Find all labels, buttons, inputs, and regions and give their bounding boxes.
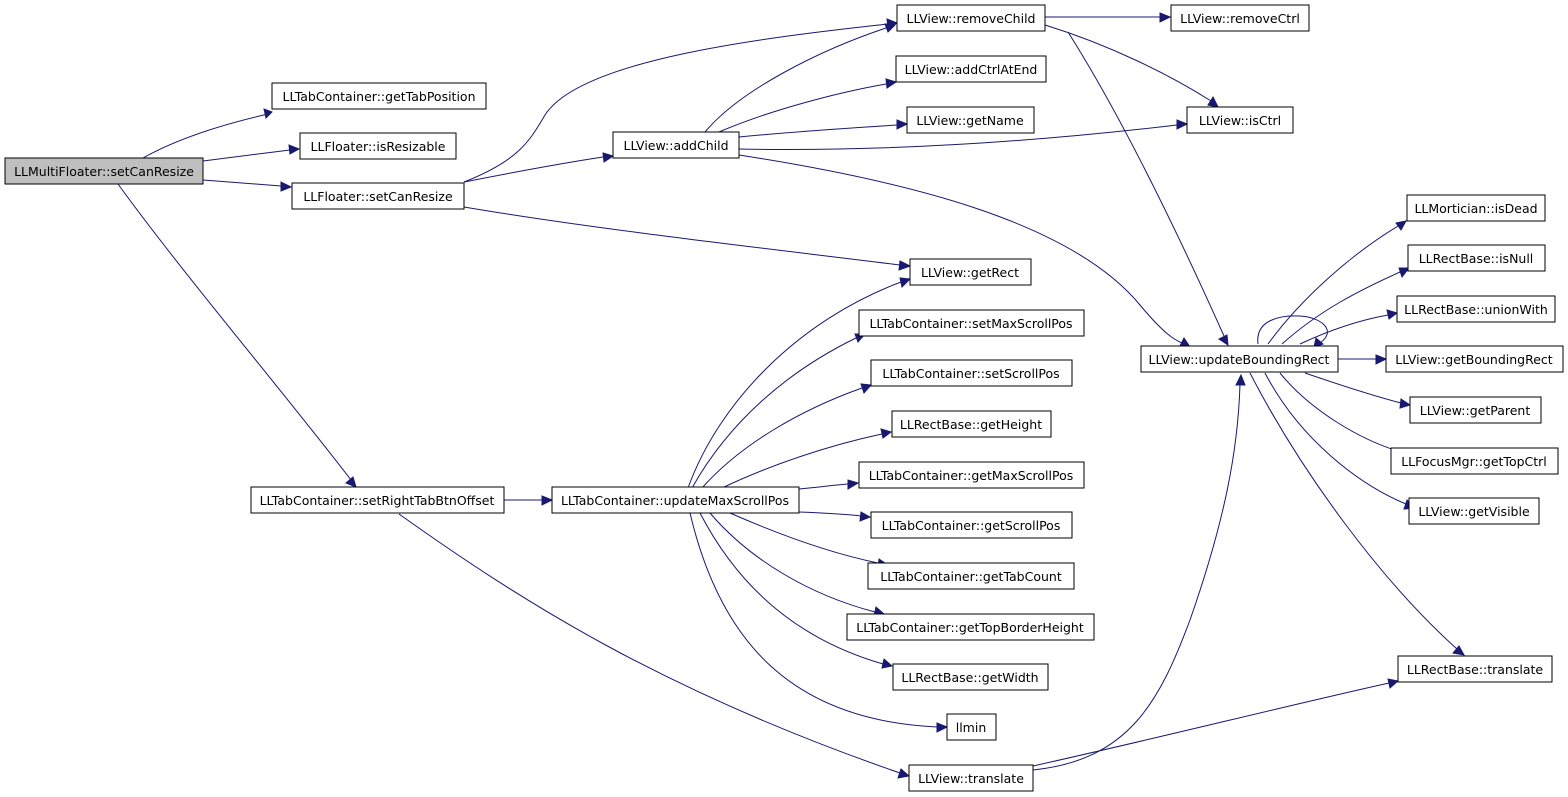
edge-updatemaxscrollpos-to-llmin — [689, 512, 949, 733]
node-lltabcontainer-gettopborderheight[interactable]: LLTabContainer::getTopBorderHeight — [846, 613, 1095, 641]
edge-updatemaxscrollpos-to-getrect — [687, 277, 912, 489]
node-lltabcontainer-gettabposition[interactable]: LLTabContainer::getTabPosition — [271, 82, 487, 110]
edge-setcanresize-to-setrighttabbtnoffset — [117, 183, 357, 488]
svg-text:LLFloater::isResizable: LLFloater::isResizable — [311, 139, 446, 154]
svg-text:LLView::getName: LLView::getName — [916, 113, 1024, 128]
svg-text:LLView::removeCtrl: LLView::removeCtrl — [1180, 11, 1300, 26]
node-llview-getboundingrect[interactable]: LLView::getBoundingRect — [1385, 345, 1564, 373]
svg-text:LLRectBase::getWidth: LLRectBase::getWidth — [901, 670, 1038, 685]
svg-text:LLRectBase::translate: LLRectBase::translate — [1407, 662, 1544, 677]
node-llfloater-isresizable[interactable]: LLFloater::isResizable — [299, 132, 457, 160]
svg-text:LLView::isCtrl: LLView::isCtrl — [1199, 113, 1281, 128]
edge-removechild-to-removectrl — [1045, 12, 1172, 23]
node-lltabcontainer-setrighttabbtnoffset[interactable]: LLTabContainer::setRightTabBtnOffset — [250, 486, 505, 514]
edge-addchild-to-addctrlatend — [718, 78, 898, 133]
node-llview-translate[interactable]: LLView::translate — [908, 764, 1034, 792]
node-llrectbase-unionwith[interactable]: LLRectBase::unionWith — [1396, 295, 1556, 323]
svg-text:LLTabContainer::getScrollPos: LLTabContainer::getScrollPos — [882, 518, 1061, 533]
edge-updateboundingrect-to-unionwith — [1299, 309, 1399, 345]
edge-setrighttabbtnoffset-to-viewtranslate — [398, 513, 911, 779]
edge-updatemaxscrollpos-to-gettabcount — [729, 512, 890, 569]
svg-text:LLTabContainer::getTopBorderHe: LLTabContainer::getTopBorderHeight — [856, 620, 1084, 635]
node-lltabcontainer-updatemaxscrollpos[interactable]: LLTabContainer::updateMaxScrollPos — [551, 486, 800, 514]
edge-floater-setcanresize-to-getrect — [463, 206, 912, 271]
node-llview-removectrl[interactable]: LLView::removeCtrl — [1170, 4, 1310, 32]
node-llview-getrect[interactable]: LLView::getRect — [909, 258, 1032, 286]
edge-updatemaxscrollpos-to-gettopborderheight — [709, 512, 886, 617]
node-llview-removechild[interactable]: LLView::removeChild — [896, 4, 1046, 32]
svg-text:LLRectBase::unionWith: LLRectBase::unionWith — [1404, 302, 1548, 317]
edge-updateboundingrect-to-gettopctrl — [1279, 372, 1412, 458]
svg-text:LLTabContainer::setRightTabBtn: LLTabContainer::setRightTabBtnOffset — [260, 493, 495, 508]
node-lltabcontainer-gettabcount[interactable]: LLTabContainer::getTabCount — [867, 562, 1075, 590]
node-llfocusmgr-gettopctrl[interactable]: LLFocusMgr::getTopCtrl — [1390, 447, 1559, 475]
node-llmortician-isdead[interactable]: LLMortician::isDead — [1406, 194, 1546, 222]
edge-updateboundingrect-to-rectbasetranslate — [1249, 372, 1465, 656]
edge-setrighttabbtnoffset-to-updatemaxscrollpos — [504, 495, 554, 506]
edge-setcanresize-to-isresizable — [202, 144, 301, 162]
svg-text:LLTabContainer::updateMaxScrol: LLTabContainer::updateMaxScrollPos — [561, 493, 789, 508]
node-llmin[interactable]: llmin — [946, 713, 997, 741]
node-llrectbase-getheight[interactable]: LLRectBase::getHeight — [891, 410, 1052, 438]
node-lltabcontainer-setscrollpos[interactable]: LLTabContainer::setScrollPos — [870, 359, 1073, 387]
svg-text:LLFocusMgr::getTopCtrl: LLFocusMgr::getTopCtrl — [1401, 454, 1547, 469]
edge-addchild-to-getname — [738, 119, 909, 138]
svg-text:LLView::getBoundingRect: LLView::getBoundingRect — [1395, 352, 1553, 367]
svg-text:llmin: llmin — [956, 720, 987, 735]
edge-updateboundingrect-to-isdead — [1267, 220, 1407, 345]
edge-updatemaxscrollpos-to-getmaxscrollpos — [798, 479, 860, 490]
svg-text:LLView::getRect: LLView::getRect — [921, 265, 1019, 280]
edge-addchild-to-removechild — [704, 23, 897, 133]
node-llrectbase-isnull[interactable]: LLRectBase::isNull — [1407, 244, 1546, 272]
svg-text:LLFloater::setCanResize: LLFloater::setCanResize — [303, 189, 453, 204]
svg-text:LLTabContainer::setScrollPos: LLTabContainer::setScrollPos — [882, 366, 1059, 381]
node-lltabcontainer-setmaxscrollpos[interactable]: LLTabContainer::setMaxScrollPos — [858, 309, 1085, 337]
svg-text:LLView::addChild: LLView::addChild — [623, 138, 728, 153]
node-llview-getname[interactable]: LLView::getName — [906, 106, 1035, 134]
node-llmultifloater-setcanresize[interactable]: LLMultiFloater::setCanResize — [4, 157, 204, 185]
edge-updatemaxscrollpos-to-getwidth — [699, 512, 894, 669]
svg-text:LLTabContainer::getTabCount: LLTabContainer::getTabCount — [880, 569, 1062, 584]
svg-text:LLView::translate: LLView::translate — [918, 771, 1024, 786]
edge-floater-setcanresize-to-addchild — [463, 152, 615, 183]
edge-viewtranslate-to-rectbasetranslate — [1032, 678, 1400, 767]
svg-text:LLView::updateBoundingRect: LLView::updateBoundingRect — [1149, 352, 1330, 367]
node-llfloater-setcanresize[interactable]: LLFloater::setCanResize — [291, 182, 465, 210]
svg-text:LLView::addCtrlAtEnd: LLView::addCtrlAtEnd — [905, 62, 1038, 77]
node-llview-addctrlatend[interactable]: LLView::addCtrlAtEnd — [895, 55, 1047, 83]
svg-text:LLRectBase::getHeight: LLRectBase::getHeight — [900, 417, 1042, 432]
svg-text:LLView::removeChild: LLView::removeChild — [907, 11, 1036, 26]
node-lltabcontainer-getscrollpos[interactable]: LLTabContainer::getScrollPos — [870, 511, 1073, 539]
svg-text:LLView::getParent: LLView::getParent — [1420, 403, 1531, 418]
svg-text:LLTabContainer::setMaxScrollPo: LLTabContainer::setMaxScrollPos — [869, 316, 1072, 331]
node-llrectbase-getwidth[interactable]: LLRectBase::getWidth — [892, 663, 1049, 691]
edge-setcanresize-to-gettabposition — [142, 108, 273, 159]
node-llview-updateboundingrect[interactable]: LLView::updateBoundingRect — [1140, 345, 1339, 373]
edge-updateboundingrect-to-getboundingrect — [1338, 354, 1388, 365]
svg-text:LLMultiFloater::setCanResize: LLMultiFloater::setCanResize — [14, 164, 194, 179]
edge-updatemaxscrollpos-to-setscrollpos — [701, 383, 873, 489]
node-llview-getparent[interactable]: LLView::getParent — [1409, 396, 1542, 424]
node-llview-getvisible[interactable]: LLView::getVisible — [1408, 497, 1540, 525]
node-llview-addchild[interactable]: LLView::addChild — [612, 131, 740, 159]
edge-updateboundingrect-self-loop — [1257, 315, 1328, 348]
edge-updatemaxscrollpos-to-getscrollpos — [798, 511, 872, 522]
node-llrectbase-translate[interactable]: LLRectBase::translate — [1397, 655, 1553, 683]
edge-setcanresize-to-floater-setcanresize — [202, 179, 293, 192]
edge-updateboundingrect-to-isnull — [1281, 267, 1411, 345]
edge-updatemaxscrollpos-to-getheight — [721, 428, 893, 489]
node-llview-isctrl[interactable]: LLView::isCtrl — [1186, 106, 1294, 134]
svg-text:LLView::getVisible: LLView::getVisible — [1418, 504, 1530, 519]
svg-text:LLTabContainer::getTabPosition: LLTabContainer::getTabPosition — [282, 89, 475, 104]
svg-text:LLMortician::isDead: LLMortician::isDead — [1414, 201, 1537, 216]
svg-text:LLRectBase::isNull: LLRectBase::isNull — [1419, 251, 1534, 266]
edge-removechild-to-updateboundingrect — [1067, 31, 1229, 347]
svg-text:LLTabContainer::getMaxScrollPo: LLTabContainer::getMaxScrollPos — [869, 468, 1074, 483]
node-lltabcontainer-getmaxscrollpos[interactable]: LLTabContainer::getMaxScrollPos — [858, 461, 1085, 489]
edge-viewtranslate-to-updateboundingrect — [1032, 373, 1246, 771]
edge-updateboundingrect-to-getparent — [1304, 372, 1412, 409]
edge-updateboundingrect-to-getvisible — [1264, 372, 1417, 510]
